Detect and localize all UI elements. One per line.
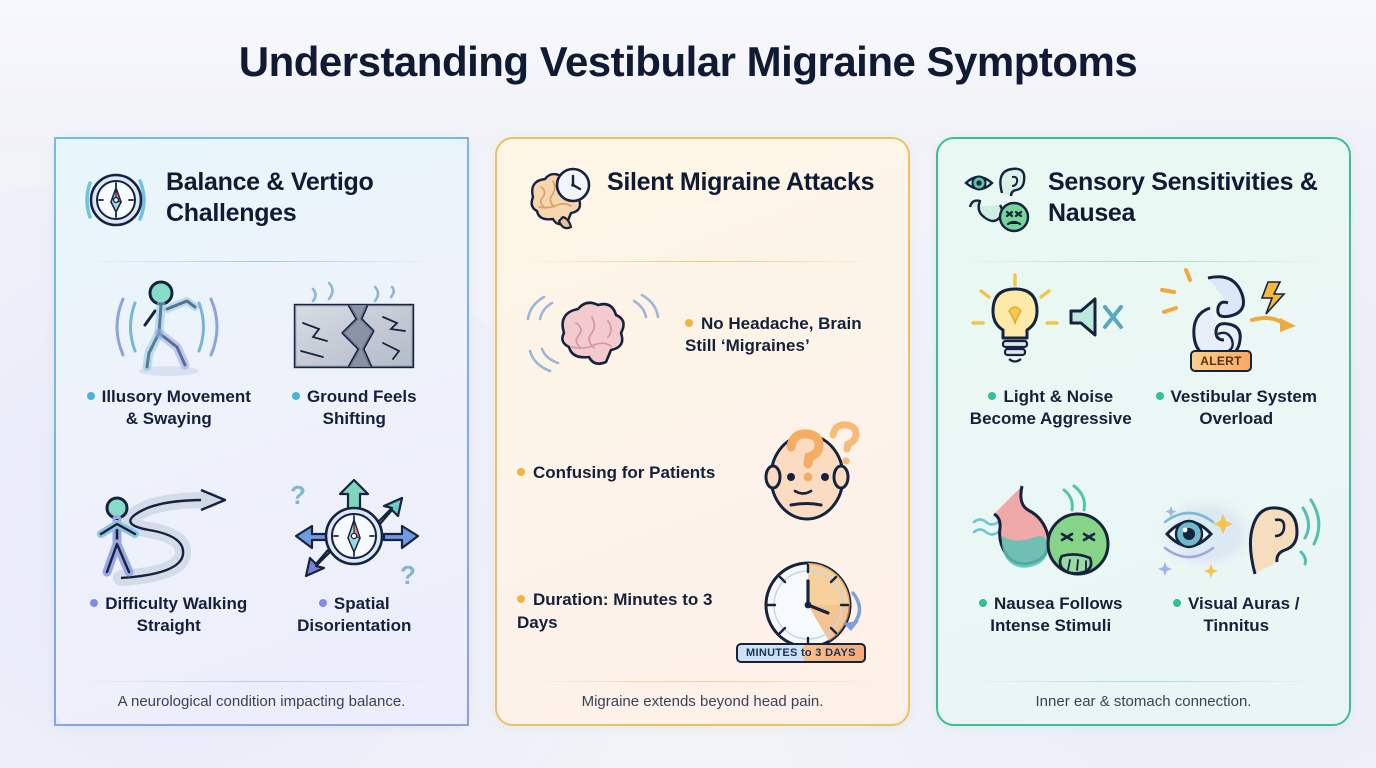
card-header: Balance & Vertigo Challenges xyxy=(76,157,447,249)
card-footer-text: Inner ear & stomach connection. xyxy=(1035,693,1252,710)
swaying-person-icon xyxy=(89,268,249,386)
item-label: Vestibular System Overload xyxy=(1144,386,1330,430)
bullet-dot xyxy=(979,598,987,607)
card-balance-vertigo: Balance & Vertigo Challenges xyxy=(54,137,469,726)
bullet-dot xyxy=(988,392,997,400)
bullet-dot xyxy=(1173,598,1181,607)
item-nausea-stimuli: Nausea Follows Intense Stimuli xyxy=(958,475,1144,682)
stomach-nausea-icon xyxy=(966,475,1136,593)
clock-duration-icon: MINUTES to 3 DAYS xyxy=(728,551,888,673)
duration-badge: MINUTES to 3 DAYS xyxy=(736,642,866,663)
senses-icon xyxy=(962,163,1036,237)
cochlea-alert-icon: ALERT xyxy=(1156,268,1316,386)
item-label: Ground Feels Shifting xyxy=(262,386,448,430)
bullet-dot xyxy=(685,318,693,327)
card-sensory-nausea: Sensory Sensitivities & Nausea xyxy=(936,137,1351,726)
item-label: Difficulty Walking Straight xyxy=(76,593,262,637)
bullet-dot xyxy=(86,392,95,400)
svg-text:?: ? xyxy=(400,560,416,590)
card-footer-area: A neurological condition impacting balan… xyxy=(76,681,447,724)
item-label: Light & Noise Become Aggressive xyxy=(969,387,1132,429)
divider xyxy=(84,261,439,262)
divider xyxy=(966,261,1321,262)
item-label: No Headache, Brain Still ‘Migraines’ xyxy=(685,313,862,356)
card-body: Light & Noise Become Aggressive xyxy=(958,262,1329,681)
svg-text:?: ? xyxy=(290,480,306,510)
card-header: Sensory Sensitivities & Nausea xyxy=(958,157,1329,249)
compass-arrows-icon: ? ? xyxy=(274,475,434,593)
cracked-ground-icon xyxy=(279,268,429,386)
card-title: Silent Migraine Attacks xyxy=(607,168,875,196)
card-title: Balance & Vertigo Challenges xyxy=(166,168,374,227)
card-body: Illusory Movement & Swaying xyxy=(76,262,447,681)
card-footer-text: Migraine extends beyond head pain. xyxy=(581,693,824,710)
card-title: Sensory Sensitivities & Nausea xyxy=(1048,168,1318,227)
alert-badge: ALERT xyxy=(1190,350,1252,372)
bullet-dot xyxy=(517,595,525,604)
compass-icon xyxy=(80,163,154,237)
card-silent-migraine: Silent Migraine Attacks xyxy=(495,137,910,726)
item-ground-shifting: Ground Feels Shifting xyxy=(262,268,448,475)
brain-clock-icon xyxy=(521,163,595,237)
item-vestibular-overload: ALERT Vestibular System Overload xyxy=(1144,268,1330,475)
item-label: Illusory Movement & Swaying xyxy=(76,386,262,430)
brain-waves-icon xyxy=(517,279,677,391)
bullet-dot xyxy=(1155,392,1164,400)
item-illusory-movement: Illusory Movement & Swaying xyxy=(76,268,262,475)
item-duration: MINUTES to 3 DAYS Duration: Minutes to 3… xyxy=(517,543,888,681)
card-footer-text: A neurological condition impacting balan… xyxy=(117,693,406,710)
item-label: Spatial Disorientation xyxy=(297,593,412,635)
bullet-dot xyxy=(291,392,300,400)
card-footer-area: Migraine extends beyond head pain. xyxy=(517,681,888,724)
item-confusing-patients: Confusing for Patients xyxy=(517,404,888,542)
item-no-headache: No Headache, Brain Still ‘Migraines’ xyxy=(517,266,888,404)
winding-path-person-icon xyxy=(85,475,253,593)
item-label: Confusing for Patients xyxy=(517,462,720,484)
card-footer-area: Inner ear & stomach connection. xyxy=(958,681,1329,724)
item-label: Visual Auras / Tinnitus xyxy=(1144,593,1330,637)
item-light-noise: Light & Noise Become Aggressive xyxy=(958,268,1144,475)
confused-head-icon xyxy=(728,417,888,529)
page-title: Understanding Vestibular Migraine Sympto… xyxy=(238,38,1138,85)
item-difficulty-walking: Difficulty Walking Straight xyxy=(76,475,262,682)
divider xyxy=(525,261,880,262)
bullet-dot xyxy=(318,598,327,607)
card-header: Silent Migraine Attacks xyxy=(517,157,888,249)
card-body: No Headache, Brain Still ‘Migraines’ xyxy=(517,262,888,681)
item-spatial-disorientation: ? ? Spatial Disorientation xyxy=(262,475,448,682)
bulb-muted-speaker-icon xyxy=(971,268,1131,386)
item-visual-auras: Visual Auras / Tinnitus xyxy=(1144,475,1330,682)
bullet-dot xyxy=(517,468,525,477)
cards-container: Balance & Vertigo Challenges xyxy=(54,137,1351,726)
item-label: Duration: Minutes to 3 Days xyxy=(517,590,713,632)
eye-ear-icon xyxy=(1151,475,1321,593)
bullet-dot xyxy=(90,598,99,607)
item-label: Nausea Follows Intense Stimuli xyxy=(958,593,1144,637)
